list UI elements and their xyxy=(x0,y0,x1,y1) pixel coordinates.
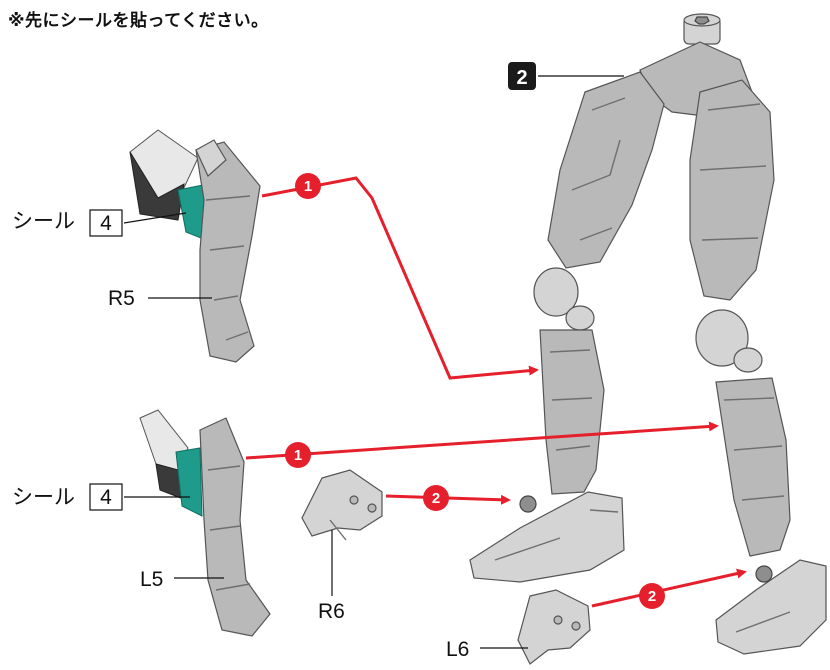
left-foot xyxy=(715,559,827,655)
step-marker-1-lower: 1 xyxy=(285,442,311,468)
assembly-number: 2 xyxy=(516,67,527,89)
step-marker-2-l6: 2 xyxy=(639,583,665,609)
part-r5-with-sticker xyxy=(129,129,261,363)
sticker-number-box-upper xyxy=(89,209,123,237)
right-knee xyxy=(533,267,579,317)
part-l6 xyxy=(517,589,591,665)
part-label-r5: R5 xyxy=(108,287,135,310)
instruction-note: ※先にシールを貼ってください。 xyxy=(8,11,269,31)
svg-text:1: 1 xyxy=(304,178,312,195)
part-label-r6: R6 xyxy=(318,600,345,623)
part-label-l6: L6 xyxy=(446,638,469,661)
sticker-label-upper: シール xyxy=(12,210,75,233)
left-thigh xyxy=(689,79,775,301)
sticker-number-box-lower xyxy=(89,483,123,511)
right-thigh xyxy=(547,71,665,269)
step-marker-1-upper: 1 xyxy=(295,173,321,199)
svg-text:1: 1 xyxy=(294,447,302,464)
sticker-number-upper: 4 xyxy=(100,212,112,235)
step-marker-2-r6: 2 xyxy=(423,485,449,511)
svg-text:2: 2 xyxy=(432,490,440,507)
sticker-label-lower: シール xyxy=(12,486,75,509)
arrow-step1-l5 xyxy=(245,421,719,460)
sticker-number-lower: 4 xyxy=(100,486,112,509)
left-shin xyxy=(715,377,791,557)
part-l5-with-sticker xyxy=(139,409,271,637)
arrow-step1-r5 xyxy=(261,176,539,380)
left-knee xyxy=(695,309,749,367)
assembly-arrows xyxy=(245,176,747,608)
arrow-step2-l6 xyxy=(591,568,747,608)
sticker-4-lower xyxy=(175,447,203,517)
assembled-legs xyxy=(469,13,827,655)
part-label-l5: L5 xyxy=(140,568,163,591)
right-foot xyxy=(469,491,625,583)
assembly-number-badge: 2 xyxy=(508,62,624,90)
hip-joint xyxy=(683,13,721,45)
right-shin xyxy=(539,329,605,495)
svg-text:2: 2 xyxy=(648,588,656,605)
part-r6 xyxy=(301,469,383,541)
